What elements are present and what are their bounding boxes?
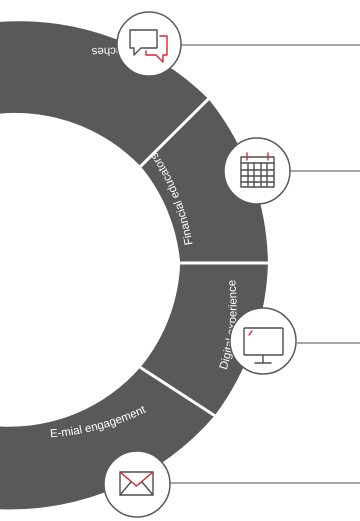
monitor-icon [229, 307, 297, 375]
segment-divider [139, 366, 216, 417]
ring-segment-email-engagement [0, 367, 215, 510]
envelope-icon [103, 450, 171, 518]
calendar-icon [223, 137, 291, 205]
segment-divider [139, 97, 210, 168]
ring-segment-financial-educators [140, 98, 268, 264]
ring-segment-digital-experience [140, 263, 268, 416]
speech-bubbles-icon [116, 11, 182, 77]
ring-segment-financial-coaches [0, 21, 209, 167]
